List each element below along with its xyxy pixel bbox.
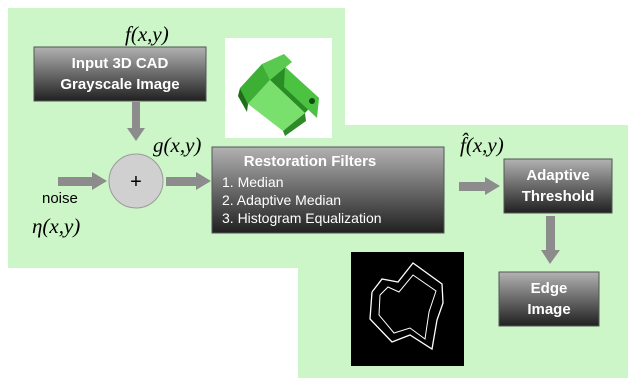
threshold-line1: Adaptive [526, 167, 589, 184]
g-xy-label: g(x,y) [153, 133, 201, 157]
plus-symbol: + [130, 171, 142, 193]
noise-label: noise [42, 190, 78, 207]
arrow-threshold-to-edge [541, 216, 560, 264]
input-box-line2: Grayscale Image [60, 76, 179, 93]
restoration-filters-box: Restoration Filters 1. Median 2. Adaptiv… [211, 146, 445, 234]
restoration-title: Restoration Filters [244, 153, 377, 170]
arrow-adder-to-filters [166, 172, 211, 190]
cad-part-image [225, 38, 332, 138]
filter-item-median: 1. Median [222, 174, 283, 190]
f-hat-xy-label: f̂(x,y) [460, 133, 504, 157]
f-xy-label: f(x,y) [125, 22, 169, 46]
input-image-box: Input 3D CAD Grayscale Image [33, 46, 207, 102]
eta-xy-label: η(x,y) [32, 214, 80, 238]
filter-item-histogram-equalization: 3. Histogram Equalization [222, 210, 382, 226]
edge-result-image [351, 252, 464, 366]
adder-node: + [108, 153, 164, 209]
edge-box-line2: Image [527, 301, 570, 318]
edge-box-line1: Edge [531, 280, 568, 297]
arrow-filters-to-threshold [459, 177, 500, 195]
arrow-noise-to-adder [58, 172, 107, 190]
filter-item-adaptive-median: 2. Adaptive Median [222, 192, 341, 208]
adaptive-threshold-box: Adaptive Threshold [503, 158, 613, 214]
threshold-line2: Threshold [522, 188, 595, 205]
edge-image-box: Edge Image [498, 271, 600, 327]
arrow-input-to-adder [127, 102, 145, 141]
input-box-line1: Input 3D CAD [72, 55, 169, 72]
